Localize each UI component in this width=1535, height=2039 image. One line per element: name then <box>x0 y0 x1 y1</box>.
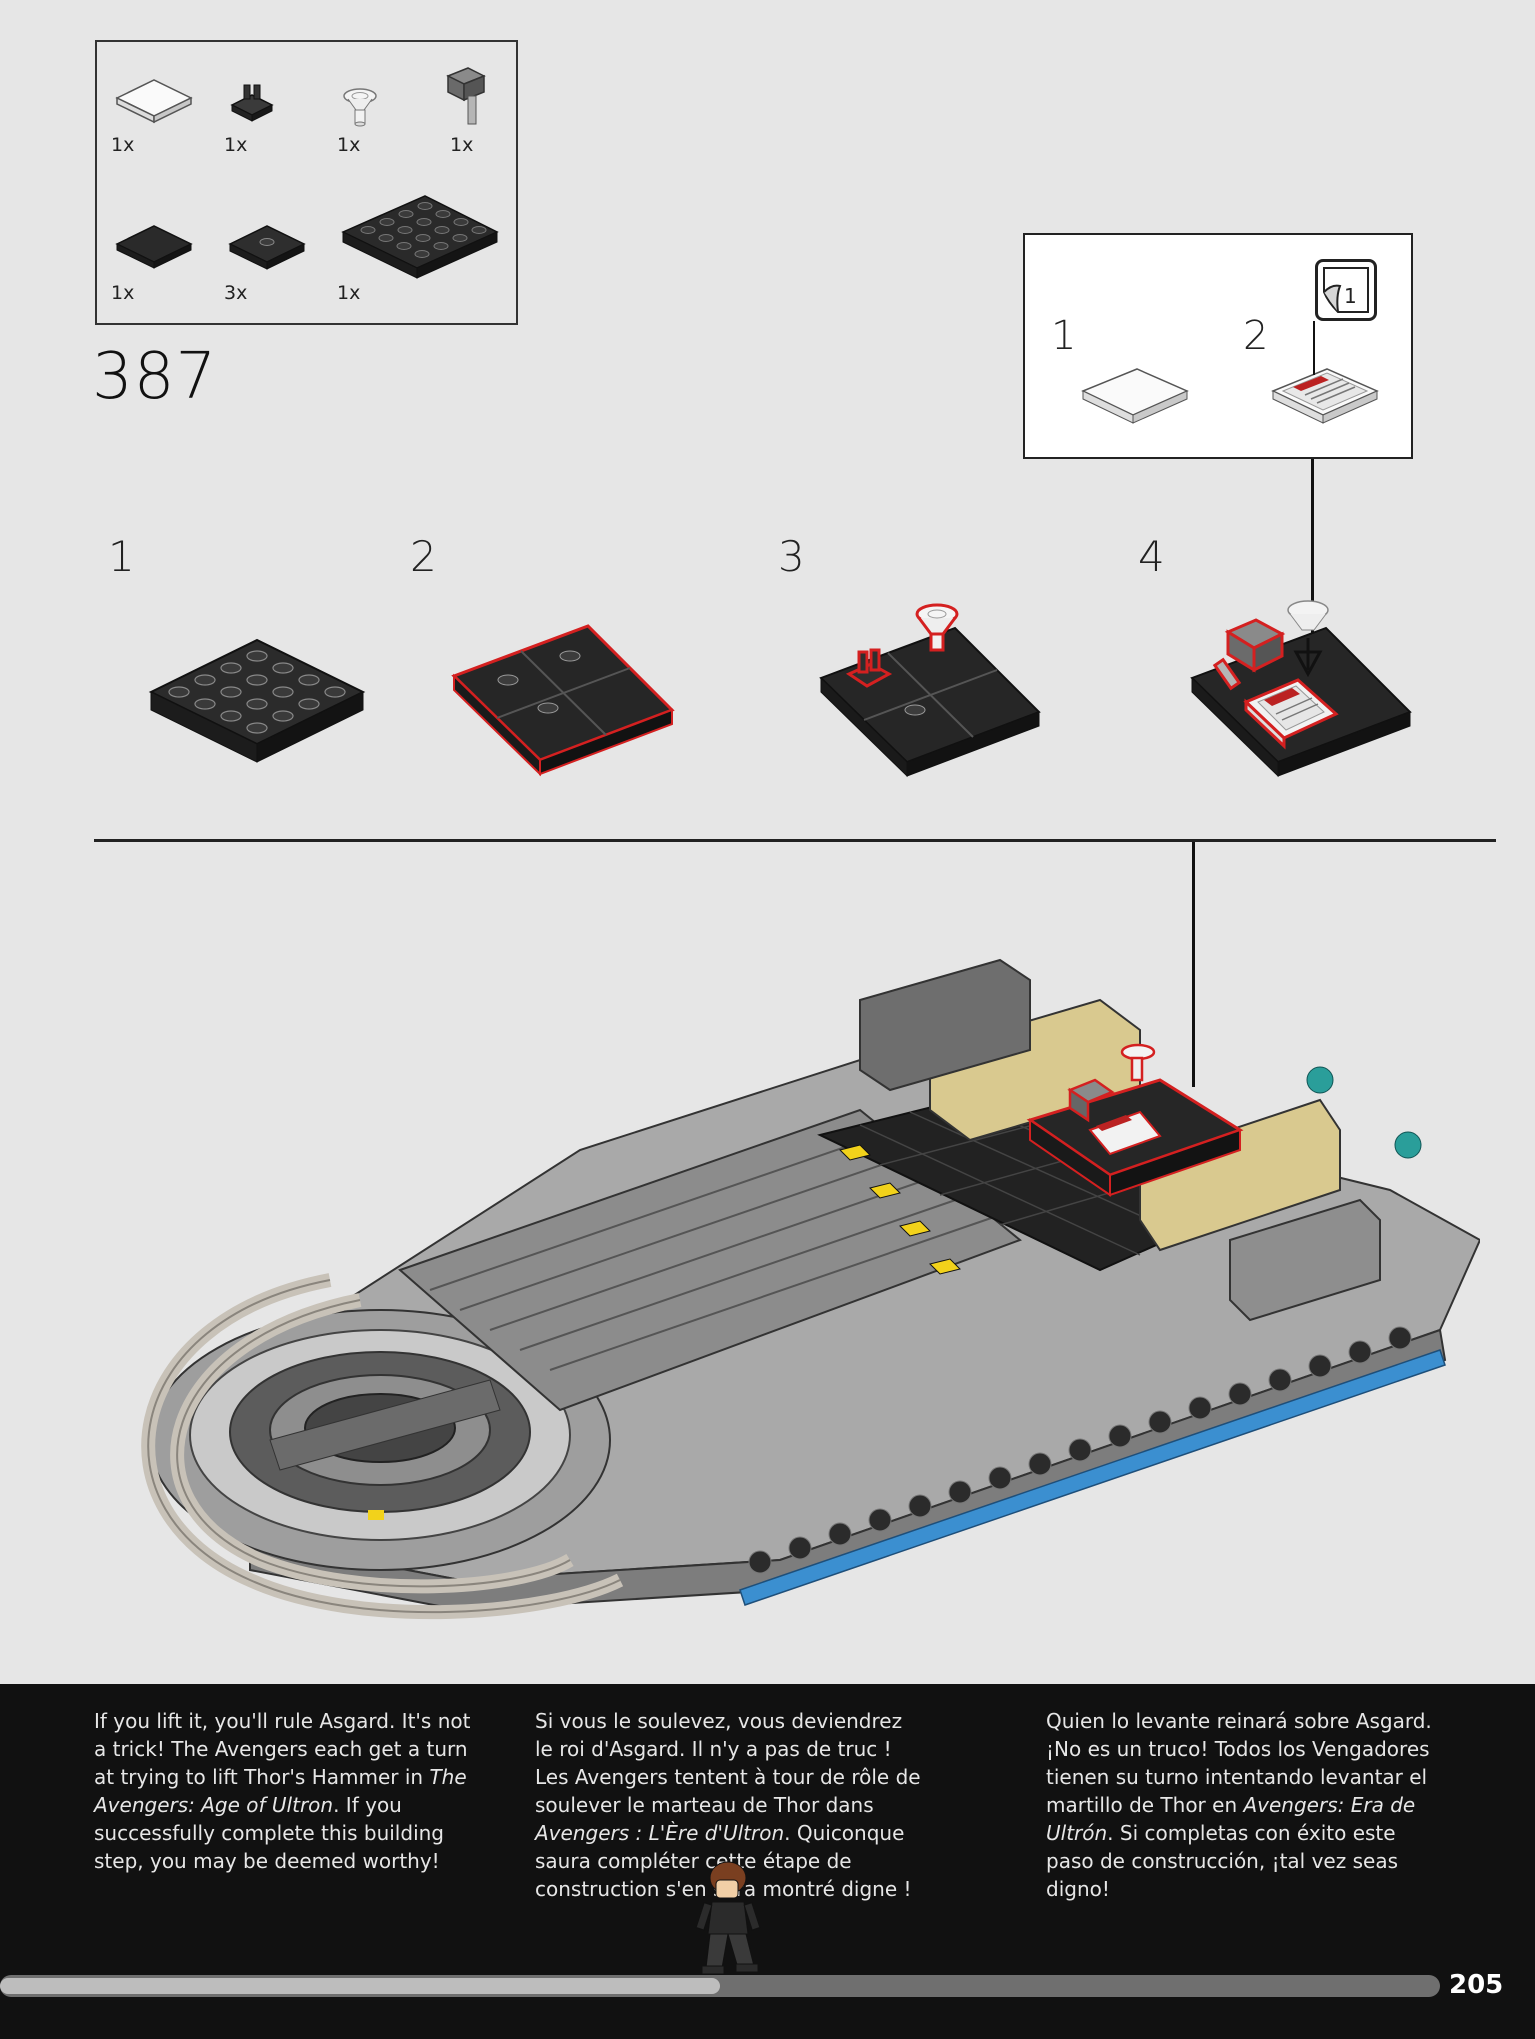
part-qty: 1x <box>450 134 474 156</box>
text-spanish-before: Quien lo levante reinará sobre Asgard. ¡… <box>1046 1709 1432 1817</box>
part-qty: 1x <box>337 282 361 304</box>
substep-number: 4 <box>1138 532 1165 581</box>
substep-1-plate-illustration <box>148 638 366 763</box>
substep-3-clip-dish-illustration <box>819 603 1041 778</box>
sub-step-label: 1 <box>1051 313 1077 359</box>
part-qty: 1x <box>337 134 361 156</box>
part-qty: 1x <box>111 134 135 156</box>
dish-trans-clear-icon <box>335 82 385 132</box>
film-title-french: Avengers : L'Ère d'Ultron <box>535 1821 785 1845</box>
minifigure-icon <box>695 1861 761 1975</box>
part-qty: 1x <box>111 282 135 304</box>
film-title-english: The Avengers: Age of Ultron <box>94 1765 467 1817</box>
step-number: 387 <box>92 340 218 414</box>
plate-4x4-black-icon <box>335 192 505 282</box>
section-divider <box>94 839 1496 842</box>
sticker-sheet-icon: 1 <box>1315 259 1377 321</box>
text-english-before: If you lift it, you'll rule Asgard. It's… <box>94 1709 471 1789</box>
substep-number: 2 <box>410 532 437 581</box>
substep-4-hammer-tile-illustration <box>1190 600 1412 778</box>
sub-step-label: 2 <box>1243 313 1269 359</box>
film-title-spanish: Avengers: Era de Ultrón <box>1046 1793 1416 1845</box>
text-column-spanish: Quien lo levante reinará sobre Asgard. ¡… <box>1046 1707 1436 1903</box>
progress-fill <box>0 1978 720 1994</box>
tile-2x2-black-icon <box>109 222 199 282</box>
substep-number: 3 <box>778 532 805 581</box>
callout-connector-line <box>1311 459 1314 637</box>
part-qty: 3x <box>224 282 248 304</box>
callout-connector-line <box>1192 842 1195 1087</box>
main-model-illustration <box>141 958 1480 1620</box>
hammer-dark-grey-icon <box>442 62 492 132</box>
sub-assembly-callout: 1 2 1 <box>1023 233 1413 459</box>
page-number: 205 <box>1449 1970 1504 2000</box>
sticker-pointer-line <box>1313 321 1315 375</box>
sticker-number: 1 <box>1344 284 1357 308</box>
part-qty: 1x <box>224 134 248 156</box>
substep-number: 1 <box>108 532 135 581</box>
newspaper-tile-icon <box>1271 368 1379 424</box>
parts-list-box: 1x 1x 1x 1x <box>95 40 518 325</box>
tile-2x2-white-icon <box>109 70 199 130</box>
footer-panel: If you lift it, you'll rule Asgard. It's… <box>0 1684 1535 2039</box>
text-english-after: . If you successfully complete this buil… <box>94 1793 444 1873</box>
text-column-english: If you lift it, you'll rule Asgard. It's… <box>94 1707 484 1875</box>
text-french-before: Si vous le soulevez, vous deviendrez le … <box>535 1709 921 1817</box>
text-spanish-after: . Si completas con éxito este paso de co… <box>1046 1821 1398 1901</box>
tile-2x2-white-icon <box>1081 368 1189 424</box>
jumper-plate-black-icon <box>222 222 312 282</box>
substep-2-tiles-illustration <box>451 624 675 777</box>
clip-plate-black-icon <box>222 77 282 127</box>
